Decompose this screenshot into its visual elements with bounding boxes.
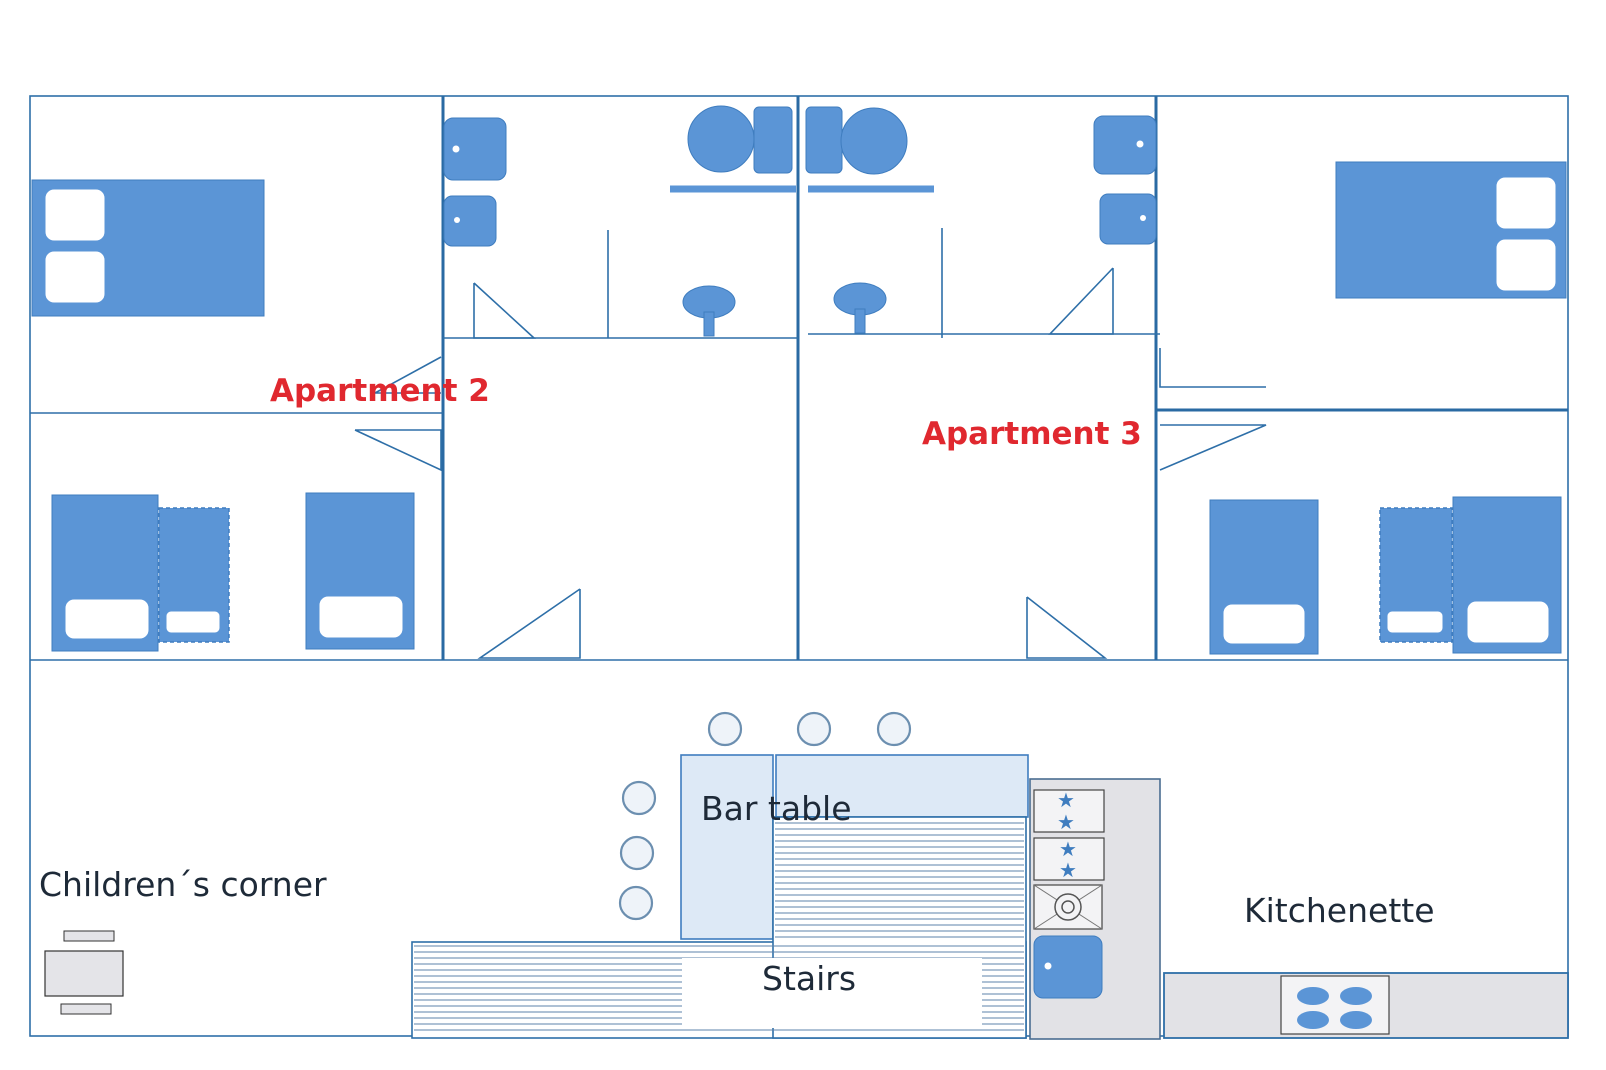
apt2-entrance-door xyxy=(477,588,581,659)
stair-treads-upper xyxy=(775,822,1024,938)
pillow xyxy=(45,189,105,241)
freezer: ★ ★ xyxy=(1033,788,1105,834)
apt2-bathroom-door xyxy=(473,282,537,339)
apt3-doors xyxy=(1026,267,1267,659)
pillow xyxy=(65,599,149,639)
apt2-double-bed xyxy=(31,179,265,317)
apt3-bathroom-door xyxy=(1048,267,1114,335)
apt3-toilet xyxy=(1093,115,1157,175)
pillow xyxy=(319,596,403,638)
pillow xyxy=(166,611,220,633)
fridge: ★ ★ xyxy=(1033,837,1105,882)
apt3-single-bed-right xyxy=(1452,496,1562,654)
bar-table-label: Bar table xyxy=(701,789,852,828)
childrens-corner-label: Children´s corner xyxy=(39,865,327,904)
stairs-label: Stairs xyxy=(762,959,856,998)
kitchenette: ★ ★ ★ ★ xyxy=(1029,778,1569,1040)
childrens-table xyxy=(44,930,124,1015)
apt2-bathroom xyxy=(443,105,796,338)
apt2-single-bed-left xyxy=(51,494,159,652)
apartment-3-label: Apartment 3 xyxy=(922,416,1142,452)
bar-stool xyxy=(618,885,654,921)
apt2-bidet xyxy=(443,195,497,247)
apt2-washbasin-counter xyxy=(753,106,793,174)
apt3-bathroom xyxy=(805,106,1157,338)
stairs-landing xyxy=(682,958,982,1028)
apartment-2: Apartment 2 xyxy=(30,96,800,660)
apt2-toilet xyxy=(443,117,507,181)
bar-stool xyxy=(621,780,657,816)
bar-stool xyxy=(876,711,912,747)
bar-stools xyxy=(618,711,912,921)
pillow xyxy=(1223,604,1305,644)
apt3-washbasin-counter xyxy=(805,106,843,174)
apt3-washbasin-round xyxy=(840,107,908,175)
apt3-trundle-bed xyxy=(1379,507,1453,643)
bar-stool xyxy=(619,835,655,871)
apt3-bedroom1-door xyxy=(1159,348,1266,388)
bar-stool xyxy=(707,711,743,747)
kitchen-sink xyxy=(1033,935,1103,999)
kitchenette-label: Kitchenette xyxy=(1244,891,1435,930)
apt2-bedroom2-door xyxy=(354,429,442,472)
apartment-3: Apartment 3 xyxy=(805,96,1568,660)
pillow xyxy=(1387,611,1443,633)
star-icon: ★ xyxy=(1057,810,1075,834)
apt2-washbasin-round xyxy=(687,105,755,173)
apt3-double-bed xyxy=(1335,161,1567,299)
apt2-single-bed-right xyxy=(305,492,415,650)
pillow xyxy=(1496,239,1556,291)
pillow xyxy=(1467,601,1549,643)
stairs xyxy=(411,816,1027,1039)
bar-table xyxy=(680,754,1029,940)
apt2-trundle-bed xyxy=(158,507,230,643)
oven-icon xyxy=(1033,884,1103,930)
star-icon: ★ xyxy=(1057,788,1075,812)
star-icon: ★ xyxy=(1059,837,1077,861)
apt3-bidet xyxy=(1099,193,1157,245)
bar-stool xyxy=(796,711,832,747)
pillow xyxy=(45,251,105,303)
apartment-2-label: Apartment 2 xyxy=(270,373,490,409)
cooktop-icon xyxy=(1280,975,1390,1035)
apt2-bedroom1-door xyxy=(374,356,442,394)
apt3-bedroom2-door xyxy=(1159,424,1267,471)
apt3-entrance-door xyxy=(1026,596,1108,659)
star-icon: ★ xyxy=(1059,858,1077,882)
apt3-single-bed-left xyxy=(1209,499,1319,655)
pillow xyxy=(1496,177,1556,229)
apt2-doors xyxy=(354,282,581,659)
common-area: Children´s corner Bar table Stairs xyxy=(39,711,1569,1040)
